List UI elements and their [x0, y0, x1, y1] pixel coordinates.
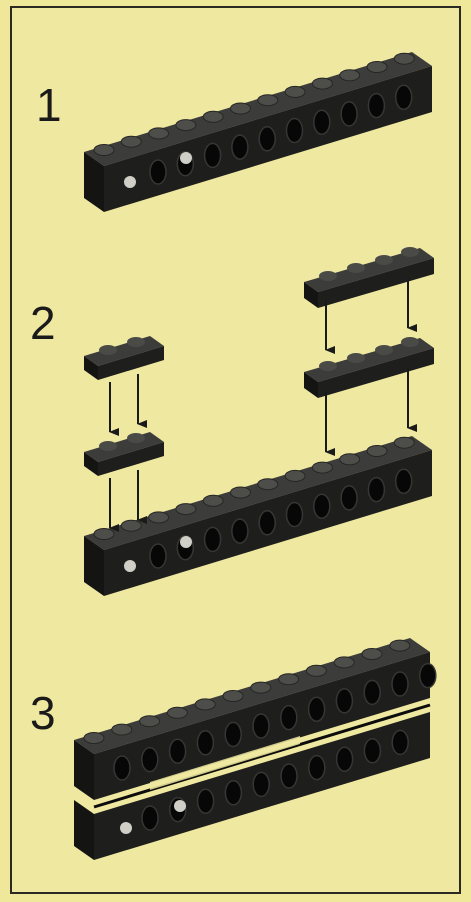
beam-hole [253, 714, 269, 738]
stud [362, 649, 382, 660]
step1-technic-beam [84, 52, 432, 212]
beam-hole [205, 527, 221, 551]
stud [251, 682, 271, 693]
beam-hole [392, 730, 408, 754]
beam-hole [259, 127, 275, 151]
beam-hole [341, 102, 357, 126]
step2-plate-1x4-middle [304, 337, 434, 398]
beam-hole [142, 806, 158, 830]
stud [231, 103, 251, 114]
beam-hole [420, 664, 436, 688]
beam-hole [281, 764, 297, 788]
stud [340, 70, 360, 81]
stud [121, 520, 141, 531]
beam-hole [364, 680, 380, 704]
stud [312, 78, 332, 89]
stud [121, 136, 141, 147]
beam-hole [341, 486, 357, 510]
stud [394, 53, 414, 64]
stud [231, 487, 251, 498]
stud [203, 111, 223, 122]
beam-hole [396, 469, 412, 493]
beam-hole [170, 739, 186, 763]
beam-hole [314, 494, 330, 518]
beam-hole [197, 731, 213, 755]
stud [340, 454, 360, 465]
beam-hole [337, 747, 353, 771]
beam-hole [368, 478, 384, 502]
stud [149, 512, 169, 523]
stud [140, 716, 160, 727]
stud [258, 479, 278, 490]
stud [367, 446, 387, 457]
stud [285, 470, 305, 481]
stud [279, 674, 299, 685]
axle-pin-icon [124, 560, 136, 572]
stud [334, 657, 354, 668]
step2-plate-1x4-top [304, 247, 434, 308]
stud [195, 699, 215, 710]
beam-hole [364, 739, 380, 763]
stud [285, 86, 305, 97]
beam-hole [259, 511, 275, 535]
stud [167, 707, 187, 718]
stud [94, 145, 114, 156]
beam-hole [225, 722, 241, 746]
beam-hole [142, 748, 158, 772]
beam-hole [198, 789, 214, 813]
beam-hole [309, 756, 325, 780]
beam-hole [314, 110, 330, 134]
axle-pin-icon [180, 536, 192, 548]
stud [112, 724, 132, 735]
beam-hole [287, 119, 303, 143]
stud [390, 640, 410, 651]
axle-pin-icon [124, 176, 136, 188]
beam-hole [336, 689, 352, 713]
beam-hole [392, 672, 408, 696]
stud [176, 504, 196, 515]
stud [94, 529, 114, 540]
stud [149, 128, 169, 139]
beam-hole [281, 706, 297, 730]
beam-hole [114, 756, 130, 780]
beam-hole [150, 160, 166, 184]
beam-hole [396, 85, 412, 109]
beam-hole [368, 94, 384, 118]
axle-pin-icon [180, 152, 192, 164]
stud [312, 462, 332, 473]
stud [203, 495, 223, 506]
axle-pin-icon [174, 800, 186, 812]
step2-plate-1x2-middle [84, 432, 164, 476]
stud [306, 665, 326, 676]
stud [84, 733, 104, 744]
beam-hole [225, 781, 241, 805]
beam-hole [205, 143, 221, 167]
beam-hole [232, 135, 248, 159]
stud [258, 95, 278, 106]
beam-hole [253, 772, 269, 796]
stud [223, 691, 243, 702]
stud [394, 437, 414, 448]
beam-hole [309, 697, 325, 721]
beam-hole [150, 544, 166, 568]
stud [367, 62, 387, 73]
step2-plate-1x2-top [84, 336, 164, 380]
beam-hole [232, 519, 248, 543]
axle-pin-icon [120, 822, 132, 834]
stud [176, 120, 196, 131]
beam-hole [287, 503, 303, 527]
